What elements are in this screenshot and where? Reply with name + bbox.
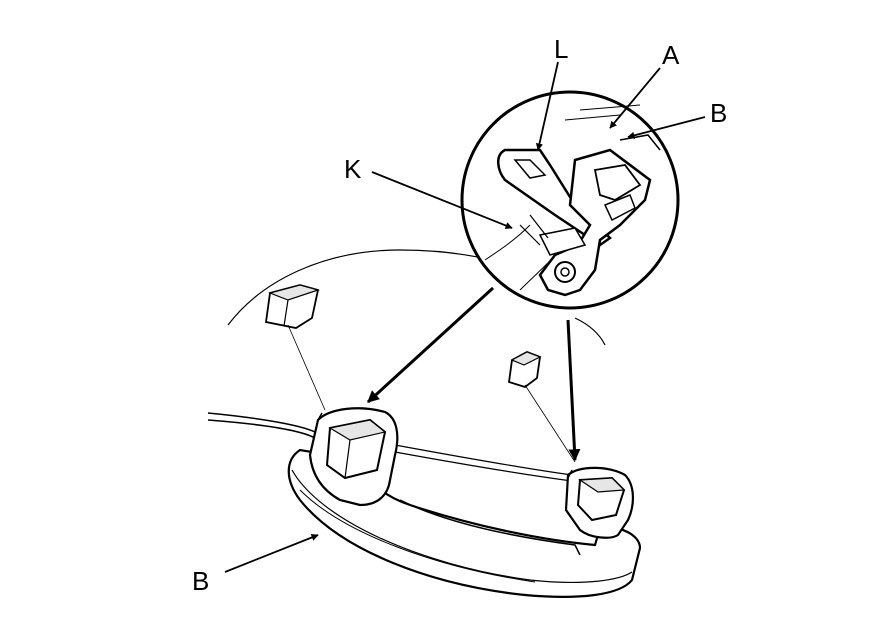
- headliner-curve: [574, 317, 606, 346]
- detail-magnifier: [460, 90, 680, 310]
- callout-b-clip: B: [710, 98, 728, 128]
- guide-line-left: [287, 324, 326, 411]
- callout-a: A: [662, 40, 680, 70]
- leader-b-clip: [627, 116, 706, 139]
- install-arrow-left: [366, 286, 495, 404]
- callout-b-handle: B: [192, 566, 210, 596]
- roof-clip-left: [264, 284, 321, 329]
- leader-l: [535, 61, 559, 151]
- roof-edge-line-2: [394, 444, 573, 482]
- roof-clip-right: [508, 351, 542, 388]
- install-arrow-right: [566, 319, 581, 462]
- leader-a: [609, 67, 661, 129]
- leader-b-handle: [224, 534, 319, 573]
- callout-l: L: [554, 34, 569, 64]
- grab-handle: [287, 407, 642, 598]
- guide-line-right: [524, 384, 576, 463]
- leader-k: [371, 171, 513, 229]
- roof-edge-line: [207, 412, 316, 439]
- callout-k: K: [344, 154, 362, 184]
